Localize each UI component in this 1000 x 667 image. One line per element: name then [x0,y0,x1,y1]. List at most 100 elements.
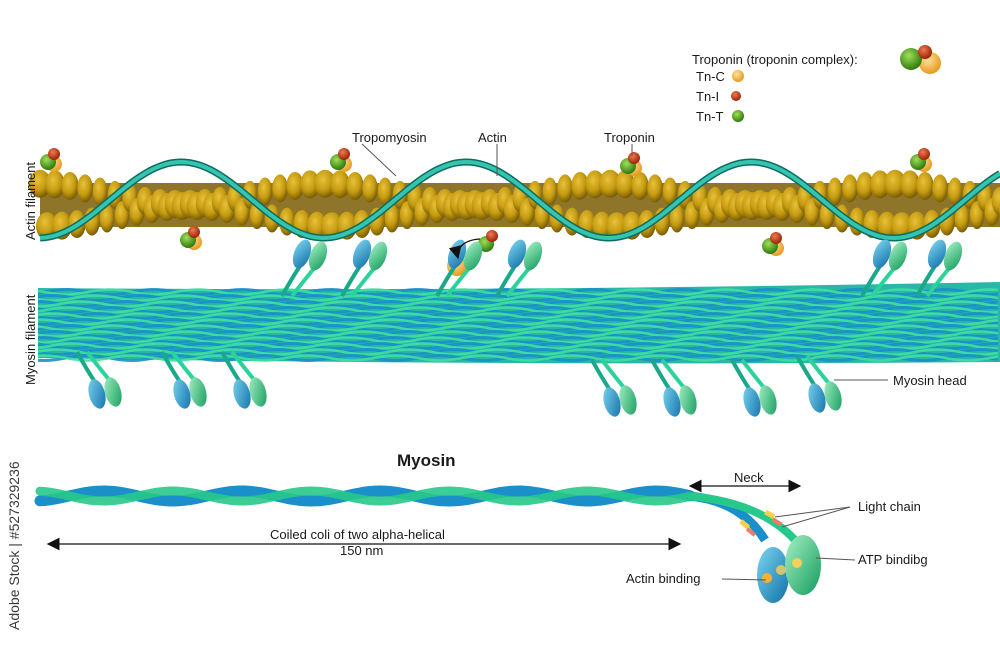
myosin-head-blue [663,387,681,417]
myosin-head-green [249,377,267,407]
myosin-fiber [37,299,999,309]
myosin-head-green [463,241,483,271]
myosin-head-label: Myosin head [893,373,967,388]
myosin-head-blue [808,383,826,413]
actin-bead [662,177,678,206]
actin-label: Actin [478,130,507,145]
light-chain-1 [764,509,776,520]
actin-bead [592,211,612,240]
myosin-fiber [37,342,999,350]
myosin-fiber [37,293,999,303]
myosin-fiber [37,317,999,327]
actin-binding-label: Actin binding [626,571,701,586]
myosin-head-green [679,385,697,415]
legend-tni-ball [918,45,932,59]
actin-bead [257,177,273,206]
myosin-head-pair [220,350,267,409]
watermark-text: Adobe Stock | #527329236 [6,461,22,630]
tropomyosin-line [39,159,1000,241]
actin-bead [916,171,934,200]
actin-binding-site [762,573,772,583]
myosin-molecule-head-green [785,535,821,595]
tn-i-ball [188,226,200,238]
myosin-filament-label: Myosin filament [23,294,38,385]
actin-bead [45,170,65,199]
tn-i-ball [918,148,930,160]
actin-bead [384,204,400,233]
myosin-head-pair [495,239,543,298]
myosin-head-green [368,241,388,271]
legend-tnt-ball [900,48,922,70]
troponin-complex [40,148,62,172]
binding-arrow [448,238,481,260]
myosin-head-pair [795,354,842,413]
myosin-fiber [37,330,999,338]
myosin-molecule-head-blue [757,547,789,603]
light-chain-3 [739,519,751,530]
actin-bead [884,169,906,198]
tni-swatch [731,91,741,101]
light-chain-4 [745,527,757,537]
troponin-complex [330,148,352,172]
actin-bead [877,211,897,240]
myosin-head-pair [160,350,207,409]
troponin-complex [762,232,784,256]
tn-i-ball [48,148,60,160]
legend-tni-label: Tn-I [696,89,720,104]
actin-bead [542,177,558,206]
actin-bead [647,174,663,203]
myosin-head-blue [292,239,312,269]
legend-tnc-label: Tn-C [696,69,725,84]
actin-bead [615,170,635,199]
tropomyosin-leader [361,143,397,177]
actin-bead [599,169,621,198]
troponin-complex [620,152,642,176]
myosin-head-green [104,377,122,407]
actin-bead [272,174,288,203]
actin-bead [314,169,336,198]
myosin-head-blue [173,379,191,409]
actin-bead [29,169,51,198]
actin-bead [669,204,685,233]
actin-bead [571,171,589,200]
troponin-complex [478,230,498,252]
actin-bead [947,177,963,206]
myosin-head-pair [650,358,697,417]
myosin-fiber [37,324,999,332]
actin-bead [92,177,108,206]
legend-icons [731,45,941,122]
actin-bead [856,171,874,200]
actin-bead [77,174,93,203]
tnt-swatch [732,110,744,122]
troponin-label: Troponin [604,130,655,145]
actin-bead [346,171,364,200]
actin-binding-leader [721,578,767,581]
myosin-fiber [37,354,999,362]
myosin-head-blue [233,379,251,409]
myosin-fiber [37,300,999,308]
actin-bead [377,177,393,206]
myosin-head-blue [927,239,947,269]
myosin-head-green [824,381,842,411]
legend-title: Troponin (troponin complex): [692,52,858,67]
myosin-head-pair [915,239,963,298]
myosin-head-green [759,385,777,415]
actin-bead [954,204,970,233]
actin-bead [827,177,843,206]
light-chain-2 [771,517,783,527]
coiled-label-line1: Coiled coli of two alpha-helical [270,527,445,542]
tn-i-ball [486,230,498,242]
actin-bead [932,174,948,203]
atp-binding-leader [815,557,856,561]
troponin-complex [180,226,202,250]
myosin-heads [75,239,963,417]
myosin-fiber [37,318,999,326]
tropomyosin-label: Tropomyosin [352,130,427,145]
atp-site-blue [776,565,786,575]
light-chain-leader-2 [781,506,851,528]
neck-label: Neck [734,470,764,485]
neck-green [687,492,798,543]
arrows [46,238,802,551]
myosin-head-pair [280,239,328,298]
tn-i-ball [770,232,782,244]
